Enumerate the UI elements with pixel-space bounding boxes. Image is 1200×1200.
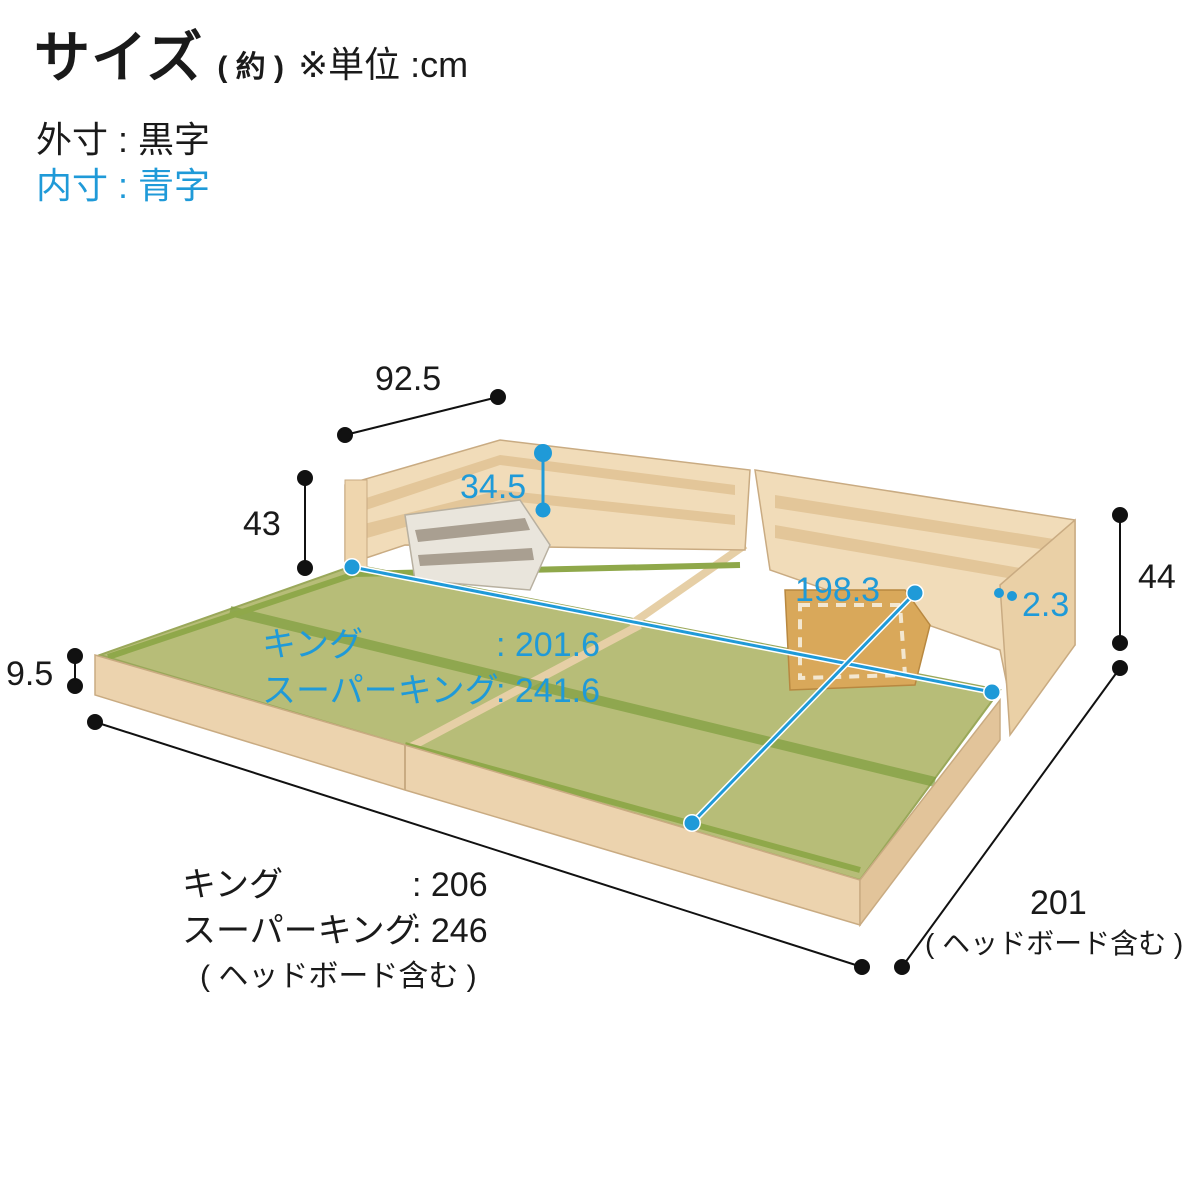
value-outer-king: : 206: [412, 866, 488, 904]
label-outer-king: キング: [182, 866, 283, 904]
dim-frame-height: [67, 648, 83, 694]
note-outer-length: ( ヘッドボード含む ): [925, 928, 1184, 959]
dim-headboard-width: [337, 389, 506, 443]
frame-side: [859, 697, 1001, 928]
label-frame-height: 9.5: [6, 655, 54, 693]
label-outer-superking: スーパーキング: [182, 912, 419, 950]
title-main: サイズ: [34, 26, 204, 89]
dim-right-height: [1112, 507, 1128, 651]
label-inner-king: キング: [262, 626, 363, 664]
page-title: サイズ( 約 )※単位 :cm: [34, 30, 468, 86]
tatami-divider: [403, 621, 642, 754]
value-outer-superking: : 246: [412, 912, 488, 950]
title-approx: ( 約 ): [217, 51, 284, 84]
label-right-height: 44: [1138, 558, 1176, 596]
dim-headboard-height: [297, 470, 313, 576]
tatami-divider: [228, 606, 937, 787]
pillow-left: [404, 499, 551, 591]
label-headboard-width: 92.5: [375, 360, 442, 398]
dim-inner-headboard-height: [534, 444, 552, 518]
legend-inner: 内寸 : 青字: [36, 165, 211, 206]
label-headboard-height: 43: [243, 505, 281, 543]
tatami-divider: [627, 541, 748, 629]
label-inner-superking: スーパーキング: [262, 672, 499, 710]
dim-inner-width: [343, 558, 1001, 701]
label-outer-length: 201: [1030, 884, 1087, 922]
dim-inner-length: [683, 584, 924, 832]
value-inner-king: : 201.6: [496, 626, 600, 664]
title-unit: ※単位 :cm: [297, 44, 469, 85]
note-outer-width: ( ヘッドボード含む ): [200, 960, 477, 993]
label-rail-thickness: 2.3: [1022, 586, 1070, 624]
value-inner-superking: : 241.6: [496, 672, 600, 710]
tatami-border: [404, 742, 861, 873]
dim-outer-width: [87, 714, 870, 975]
label-inner-headboard-height: 34.5: [460, 468, 527, 506]
label-inner-length: 198.3: [795, 571, 881, 609]
dim-rail-thickness: [994, 588, 1017, 601]
legend-outer: 外寸 : 黒字: [36, 119, 211, 160]
dim-outer-length: [894, 660, 1128, 975]
